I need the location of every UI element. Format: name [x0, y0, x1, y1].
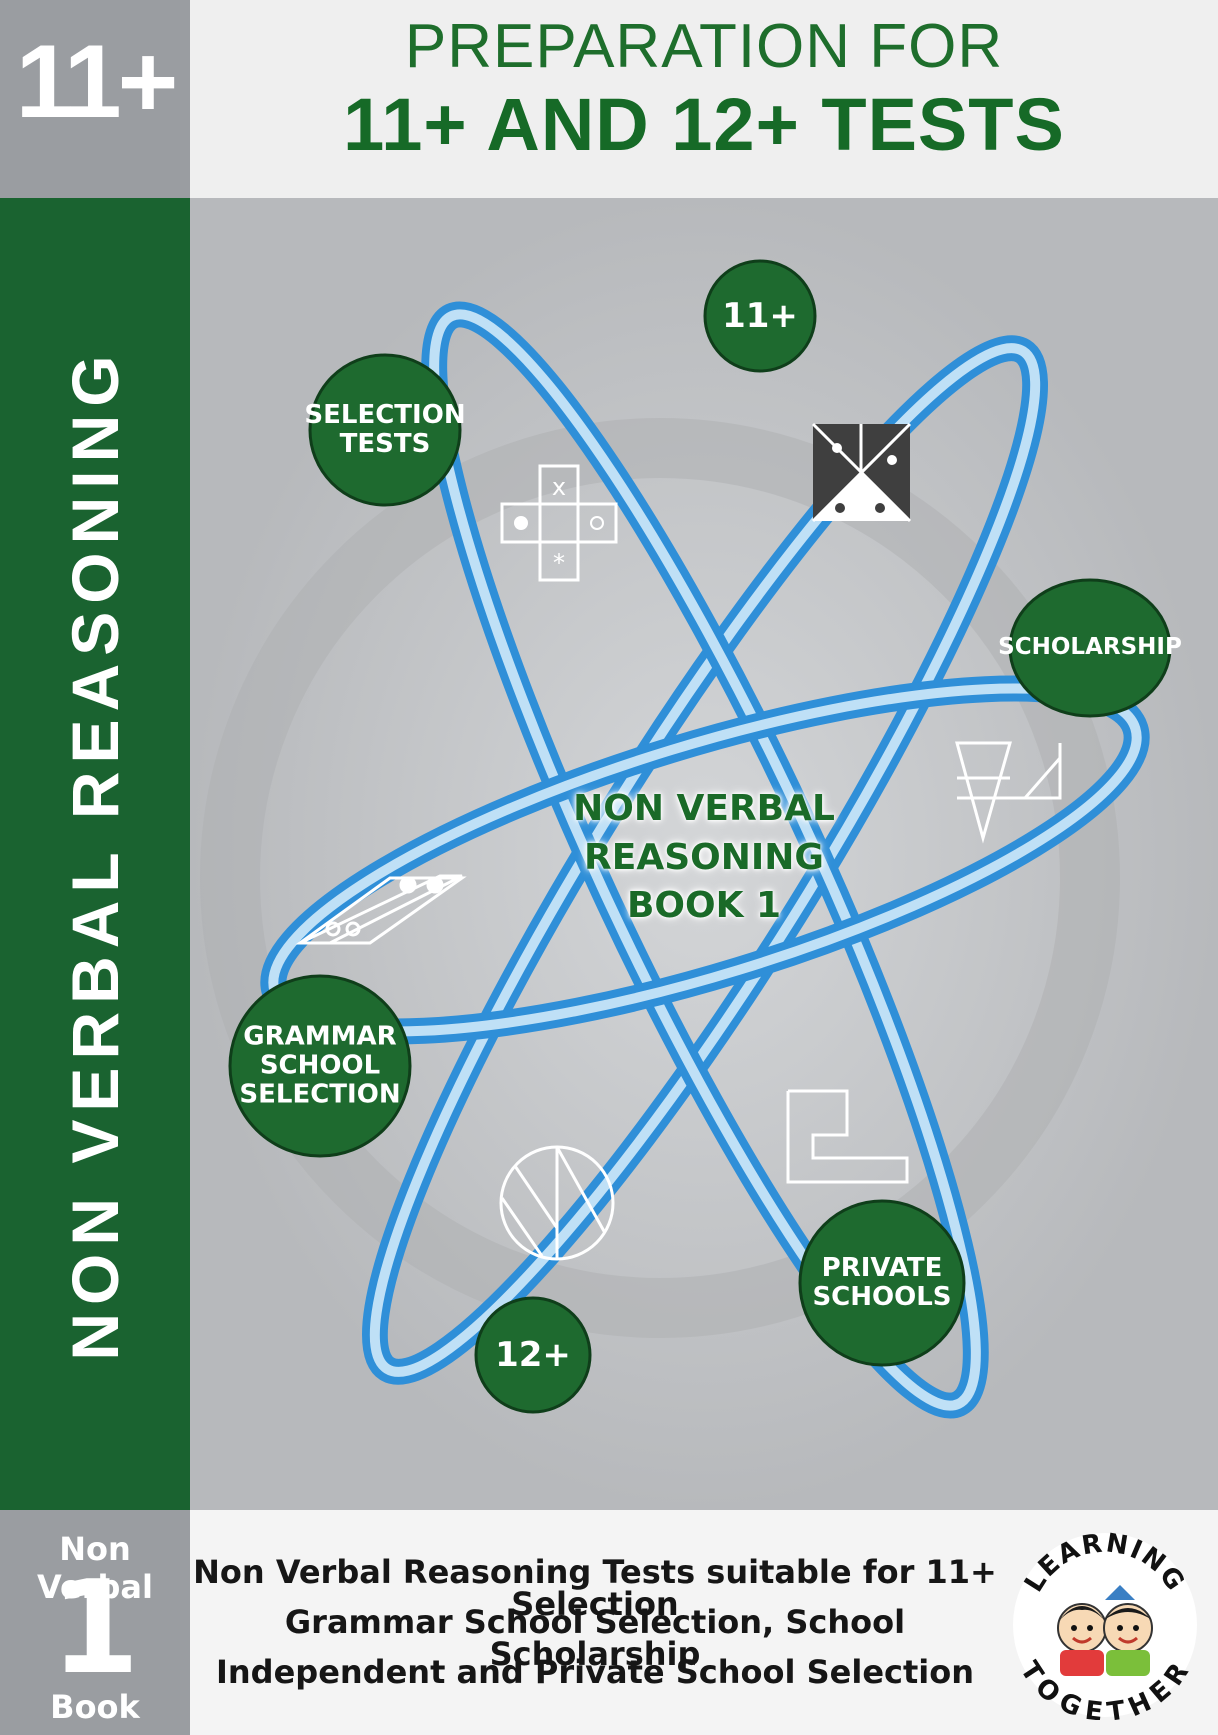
bubble-private-label: PRIVATE SCHOOLS: [812, 1252, 952, 1312]
center-title-line1: NON VERBAL: [573, 788, 835, 830]
book-number-badge: Non Verbal 1 Book: [0, 1510, 190, 1735]
shape-triangle-lines: [955, 741, 1062, 844]
learning-together-logo: LEARNING TOGETHER: [1013, 1530, 1197, 1720]
book-badge-top: Non Verbal: [37, 1530, 153, 1606]
header-title: 11+ AND 12+ TESTS: [343, 83, 1065, 166]
center-title-line3: BOOK 1: [626, 885, 782, 927]
bubble-grammar-line1: GRAMMAR: [243, 1021, 397, 1052]
book-badge-bottom: Book: [50, 1688, 140, 1726]
bubble-private: [798, 1199, 966, 1367]
shape-split-square: [811, 422, 912, 523]
side-band-title: NON VERBAL REASONING: [58, 347, 132, 1361]
footer-line-2: Grammar School Selection, School Scholar…: [284, 1603, 906, 1673]
bubble-selection-tests-label: SELECTION TESTS: [304, 399, 466, 459]
bubble-grammar-line3: SELECTION: [239, 1079, 401, 1110]
atom-illustration: x *: [190, 198, 1218, 1510]
center-title: NON VERBAL REASONING BOOK 1: [573, 785, 835, 931]
age-badge-label: 11+: [15, 24, 179, 140]
bubble-scholarship: [1008, 578, 1172, 718]
bubble-selection-tests-line2: TESTS: [339, 429, 431, 459]
header-subtitle: PREPARATION FOR: [404, 12, 1004, 81]
cover-header: PREPARATION FOR 11+ AND 12+ TESTS: [190, 0, 1218, 198]
bubble-12: [474, 1296, 592, 1414]
logo-children-icon: [1057, 1585, 1153, 1676]
cover-footer: Non Verbal Reasoning Tests suitable for …: [190, 1510, 1218, 1735]
side-band: NON VERBAL REASONING: [0, 198, 190, 1510]
atom-orbits: x *: [190, 198, 1218, 1510]
svg-text:x: x: [552, 473, 566, 501]
bubble-grammar: [228, 974, 412, 1158]
bubble-11: [703, 259, 817, 373]
shape-cross-grid: x *: [500, 464, 618, 582]
footer-line-3: Independent and Private School Selection: [215, 1653, 975, 1691]
bubble-grammar-label: GRAMMAR SCHOOL SELECTION: [239, 1022, 400, 1109]
age-badge: 11+: [0, 0, 190, 198]
bubble-scholarship-label: SCHOLARSHIP: [998, 634, 1182, 661]
bubble-11-label: 11+: [722, 295, 798, 336]
svg-text:*: *: [553, 549, 565, 577]
bubble-selection-tests: [308, 353, 462, 507]
bubble-private-line2: SCHOOLS: [812, 1282, 952, 1312]
bubble-grammar-line2: SCHOOL: [259, 1050, 381, 1081]
shape-circle-lines: [499, 1145, 615, 1261]
bubble-private-line1: PRIVATE: [821, 1252, 943, 1283]
bubble-selection-tests-line1: SELECTION: [304, 399, 466, 430]
footer-line-1: Non Verbal Reasoning Tests suitable for …: [193, 1553, 997, 1623]
book-badge-number: 1: [50, 1554, 140, 1703]
shape-step-outline: [786, 1089, 909, 1184]
center-title-line2: REASONING: [584, 836, 824, 878]
bubble-12-label: 12+: [495, 1334, 571, 1375]
shape-parallelogram: [295, 874, 467, 945]
